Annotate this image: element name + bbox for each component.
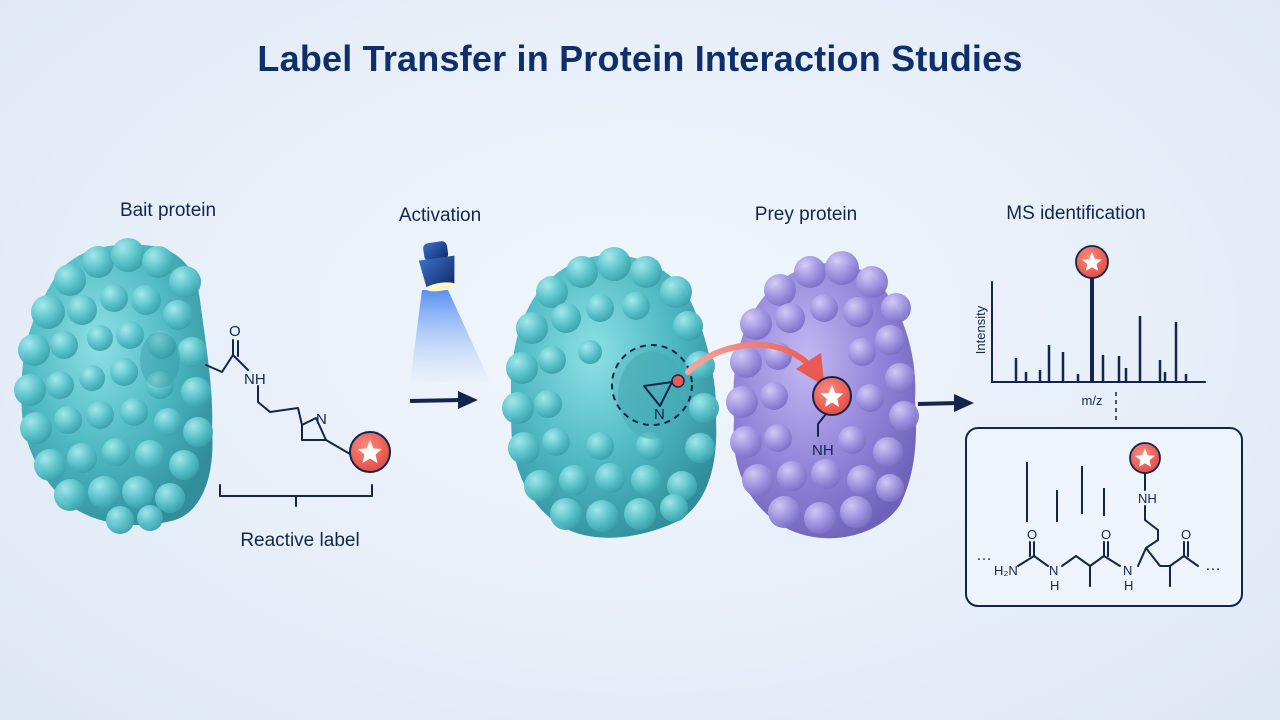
ms-arrow [917,394,974,412]
amide-nh-text: NH [244,371,266,388]
peptide-h2n-text: H₂N [994,563,1018,578]
carbonyl-o-text: O [229,323,241,340]
activation-lamp [410,241,490,382]
spectrum-peaks [1014,316,1188,381]
peptide-o2-text: O [1101,527,1111,542]
reactive-label-caption: Reactive label [240,530,360,551]
label-star-badge-bait [349,431,391,473]
bait-protein-label: Bait protein [119,200,217,221]
peptide-n2-text: N [1123,563,1132,578]
peptide-dots-left: … [976,547,992,564]
diazirine-n-text: N [316,411,327,428]
prey-protein-label: Prey protein [754,204,858,225]
spectrum-ylabel: Intensity [973,305,988,354]
ms-identification-label: MS identification [1006,203,1146,224]
peptide-dots-right: … [1205,557,1221,574]
peptide-o1-text: O [1027,527,1037,542]
peptide-o3-text: O [1181,527,1191,542]
diagram-title: Label Transfer in Protein Interaction St… [257,38,1023,79]
activation-arrow [409,391,478,409]
reactive-label-structure [205,339,373,507]
activated-label-site [611,344,693,426]
peptide-h1-text: H [1050,578,1059,593]
prey-protein [726,251,919,539]
bait-protein [14,238,213,534]
activation-label: Activation [398,205,482,226]
active-site-n-text: N [654,406,665,423]
peptide-nh-text: NH [1138,491,1157,506]
spectrum-xlabel: m/z [1082,393,1103,408]
peptide-structure-box [965,427,1243,607]
peptide-n1-text: N [1049,563,1058,578]
label-star-badge-prey [812,376,852,437]
label-transfer-arrow [685,341,825,387]
label-star-badge-peak [1075,245,1109,279]
peptide-fragment-lines [1026,462,1105,522]
peptide-h2-text: H [1124,578,1133,593]
label-star-badge-peptide [1129,442,1161,474]
ms-spectrum: Intensity m/z [973,245,1206,424]
prey-nh-text: NH [812,442,834,459]
